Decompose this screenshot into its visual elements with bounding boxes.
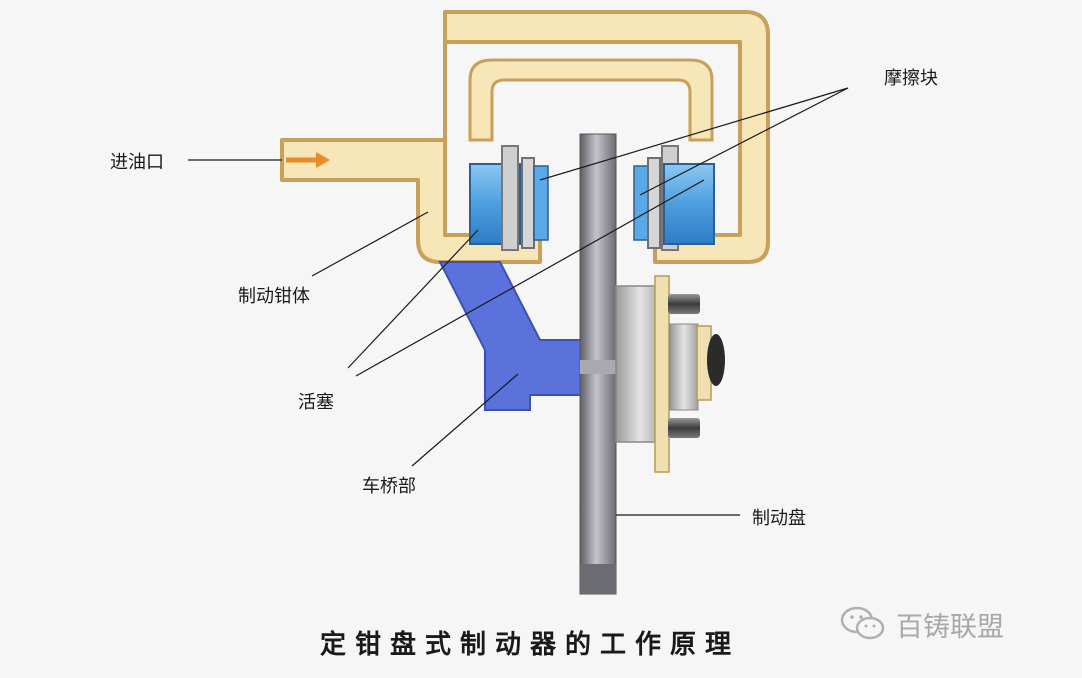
right-friction-pad bbox=[633, 157, 661, 249]
label-caliper-body: 制动钳体 bbox=[238, 286, 310, 307]
brake-disc bbox=[579, 133, 617, 595]
wheel-hub bbox=[615, 275, 725, 473]
label-oil-inlet: 进油口 bbox=[110, 152, 164, 173]
watermark: 百铸联盟 bbox=[840, 604, 1004, 644]
label-friction-pad: 摩擦块 bbox=[884, 68, 938, 89]
caliper-oil-channel bbox=[468, 58, 714, 142]
watermark-text: 百铸联盟 bbox=[896, 611, 1004, 643]
left-piston bbox=[469, 145, 521, 251]
axle-bracket bbox=[438, 261, 586, 411]
label-axle: 车桥部 bbox=[362, 476, 416, 497]
diagram-caption: 定钳盘式制动器的工作原理 bbox=[320, 630, 741, 660]
left-friction-pad bbox=[521, 157, 549, 249]
label-brake-disc: 制动盘 bbox=[752, 508, 806, 529]
oil-flow-arrow bbox=[286, 152, 330, 168]
leader-lines bbox=[188, 87, 849, 516]
right-piston bbox=[661, 145, 715, 251]
label-piston: 活塞 bbox=[298, 392, 334, 413]
wechat-icon bbox=[840, 606, 885, 640]
